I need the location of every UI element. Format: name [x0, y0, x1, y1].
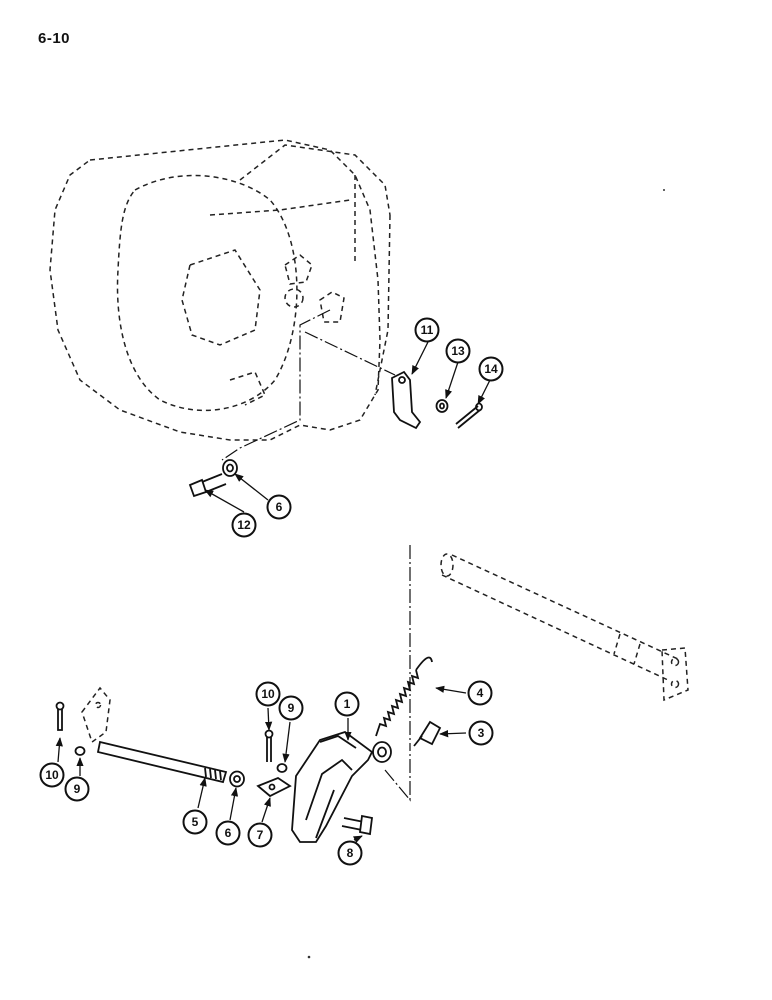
return-spring-part [375, 656, 433, 737]
cross-shaft [440, 553, 689, 702]
callout-10-mid-label: 10 [261, 687, 275, 701]
transmission-housing [49, 139, 391, 441]
bracket-part [391, 370, 422, 430]
callout-1-label: 1 [344, 697, 351, 711]
callout-9-left: 9 [64, 776, 90, 802]
callout-7: 7 [247, 822, 273, 848]
callout-11: 11 [414, 317, 440, 343]
callout-14-label: 14 [484, 362, 498, 376]
washer-part [435, 399, 449, 413]
rod-mounting-bracket [81, 686, 111, 744]
callout-6-upper-label: 6 [276, 500, 283, 514]
adjusting-rod-part [96, 740, 228, 784]
callout-9-mid-label: 9 [288, 701, 295, 715]
washer-part-left [74, 746, 86, 756]
assembly-line-bolt [221, 309, 331, 461]
callout-10-mid: 10 [255, 681, 281, 707]
clevis-pin-part-left [55, 701, 65, 731]
callout-13: 13 [445, 338, 471, 364]
print-speck [663, 189, 665, 191]
callout-12: 12 [231, 512, 257, 538]
callout-12-label: 12 [237, 518, 251, 532]
callout-6-lower-label: 6 [225, 826, 232, 840]
callout-4-label: 4 [477, 686, 484, 700]
clevis-part [256, 776, 292, 798]
cotter-pin-part [455, 402, 483, 429]
callout-10-left-label: 10 [45, 768, 59, 782]
callout-5: 5 [182, 809, 208, 835]
callout-6-upper: 6 [266, 494, 292, 520]
stop-bolt-part [413, 720, 442, 747]
washer-part-mid [276, 763, 288, 773]
callout-7-label: 7 [257, 828, 264, 842]
pedal-lever-part [291, 731, 392, 843]
callout-1: 1 [334, 691, 360, 717]
callout-14: 14 [478, 356, 504, 382]
assembly-line-pedal [384, 745, 411, 802]
nut-part [222, 459, 238, 477]
callout-9-left-label: 9 [74, 782, 81, 796]
assembly-line-bracket [304, 331, 396, 376]
callout-3: 3 [468, 720, 494, 746]
callout-8-label: 8 [347, 846, 354, 860]
callout-5-label: 5 [192, 815, 199, 829]
pivot-bolt-part [341, 814, 373, 836]
page-number: 6-10 [38, 30, 71, 47]
callout-8: 8 [337, 840, 363, 866]
cotter-pin-part-mid [264, 729, 274, 762]
print-speck [307, 955, 311, 959]
callout-11-label: 11 [421, 323, 434, 337]
callout-4: 4 [467, 680, 493, 706]
callout-6-lower: 6 [215, 820, 241, 846]
callout-10-left: 10 [39, 762, 65, 788]
callout-13-label: 13 [451, 344, 465, 358]
bolt-part [188, 473, 227, 498]
nut-part-lower [229, 770, 245, 788]
callout-9-mid: 9 [278, 695, 304, 721]
callout-3-label: 3 [478, 726, 485, 740]
